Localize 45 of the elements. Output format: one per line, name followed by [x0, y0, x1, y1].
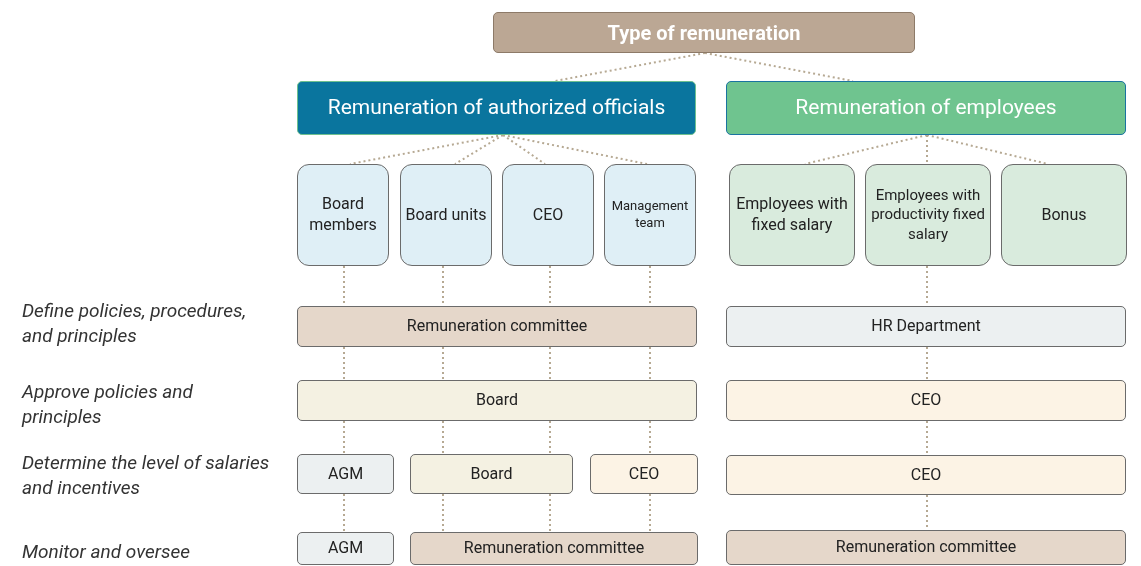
process-box: Board: [410, 454, 573, 494]
row-label: Determine the level of salaries and incentives: [22, 451, 271, 501]
connector-line: [502, 134, 648, 165]
process-box: AGM: [297, 532, 394, 565]
subcategory-box: Board units: [400, 164, 492, 266]
connector-line: [343, 346, 345, 381]
connector-line: [649, 420, 651, 455]
process-box: HR Department: [726, 306, 1126, 347]
connector-line: [343, 420, 345, 455]
connector-line: [926, 346, 928, 381]
connector-line: [926, 134, 1049, 165]
process-box: CEO: [726, 455, 1126, 495]
process-box: Remuneration committee: [726, 530, 1126, 565]
connector-line: [926, 134, 928, 165]
connector-line: [649, 493, 651, 533]
row-label: Approve policies and principles: [22, 380, 194, 430]
subcategory-box: CEO: [502, 164, 594, 266]
connector-line: [454, 134, 504, 165]
row-label: Define policies, procedures, and principles: [22, 299, 248, 349]
subcategory-box: Bonus: [1001, 164, 1127, 266]
connector-line: [442, 420, 444, 455]
connector-line: [442, 346, 444, 381]
subcategory-box: Board members: [297, 164, 389, 266]
process-box: CEO: [590, 454, 698, 494]
row-label: Monitor and oversee: [22, 540, 192, 565]
process-box: AGM: [297, 454, 394, 494]
process-box: Board: [297, 380, 697, 421]
process-box: CEO: [726, 380, 1126, 421]
category-box: Remuneration of employees: [726, 81, 1126, 135]
subcategory-box: Employees with productivity fixed salary: [865, 164, 991, 266]
connector-line: [343, 493, 345, 533]
connector-line: [549, 346, 551, 381]
category-box: Remuneration of authorized officials: [297, 81, 696, 135]
subcategory-box: Management team: [604, 164, 696, 266]
connector-line: [926, 420, 928, 456]
connector-line: [502, 134, 546, 165]
connector-line: [549, 420, 551, 455]
connector-line: [649, 346, 651, 381]
subcategory-box: Employees with fixed salary: [729, 164, 855, 266]
process-box: Remuneration committee: [410, 532, 698, 565]
connector-line: [554, 52, 706, 82]
connector-line: [549, 493, 551, 533]
connector-line: [442, 493, 444, 533]
title-box: Type of remuneration: [493, 12, 915, 53]
process-box: Remuneration committee: [297, 306, 697, 347]
